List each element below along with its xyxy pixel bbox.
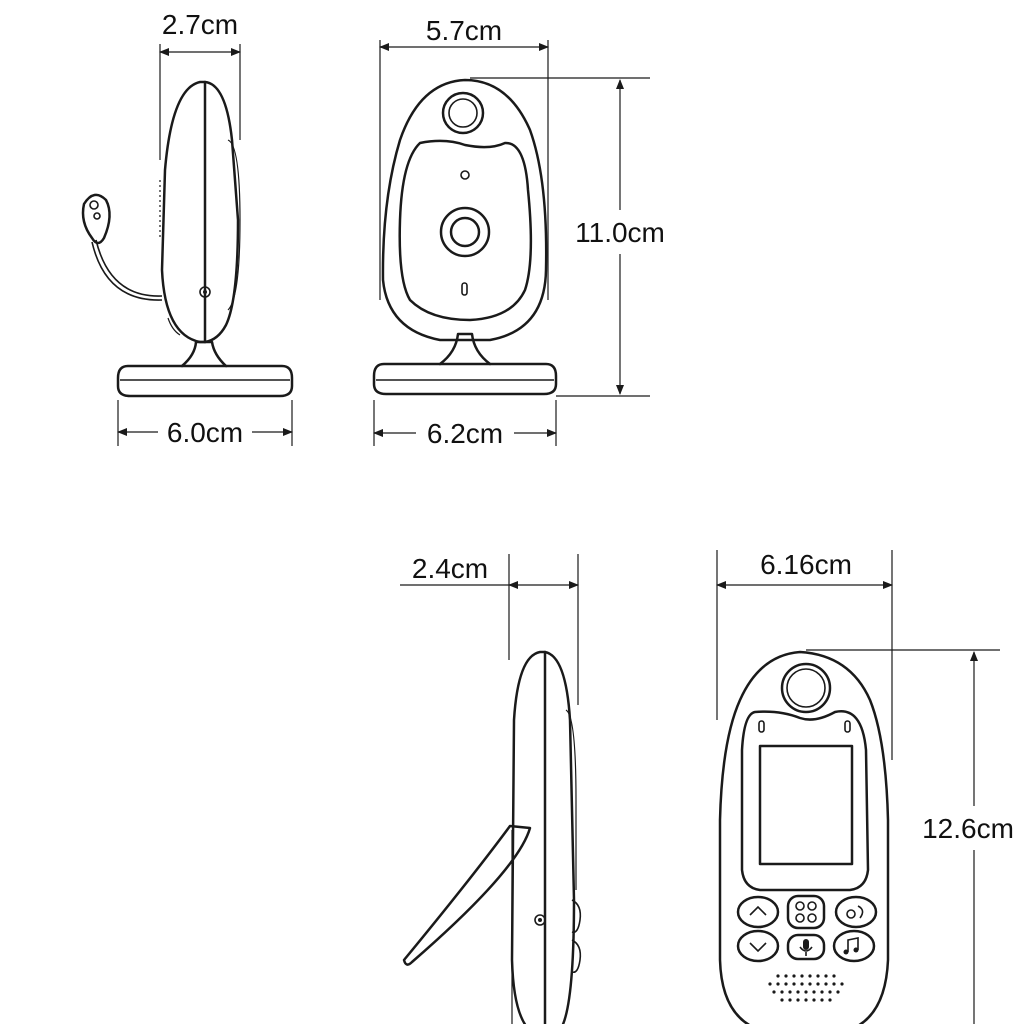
camera-side-dimensions: 2.7cm 6.0cm bbox=[117, 9, 293, 448]
dual-rings-icon[interactable] bbox=[786, 894, 826, 930]
chevron-down-icon[interactable] bbox=[736, 929, 780, 963]
camera-front-width-label: 5.7cm bbox=[426, 15, 502, 46]
camera-front-view bbox=[372, 78, 558, 396]
monitor-front-height-label: 12.6cm bbox=[922, 813, 1014, 844]
monitor-front-view bbox=[718, 650, 890, 1024]
speaker-grille bbox=[768, 974, 844, 1002]
talk-back-icon[interactable] bbox=[834, 895, 878, 929]
camera-front-dimensions: 5.7cm 11.0cm 6.2cm bbox=[373, 15, 665, 449]
music-note-icon[interactable] bbox=[832, 929, 876, 963]
monitor-front-dimensions: 6.16cm 12.6cm bbox=[716, 549, 1014, 1024]
microphone-icon[interactable] bbox=[786, 933, 826, 961]
monitor-side-view bbox=[402, 650, 582, 1024]
chevron-up-icon[interactable] bbox=[736, 895, 780, 929]
camera-side-view bbox=[81, 80, 294, 398]
monitor-side-dimensions: 2.4cm bbox=[400, 553, 579, 705]
camera-front-base-label: 6.2cm bbox=[427, 418, 503, 449]
camera-front-height-label: 11.0cm bbox=[575, 217, 665, 248]
monitor-side-depth-label: 2.4cm bbox=[412, 553, 488, 584]
monitor-front-width-label: 6.16cm bbox=[760, 549, 852, 580]
camera-side-base-label: 6.0cm bbox=[167, 417, 243, 448]
camera-side-depth-label: 2.7cm bbox=[162, 9, 238, 40]
